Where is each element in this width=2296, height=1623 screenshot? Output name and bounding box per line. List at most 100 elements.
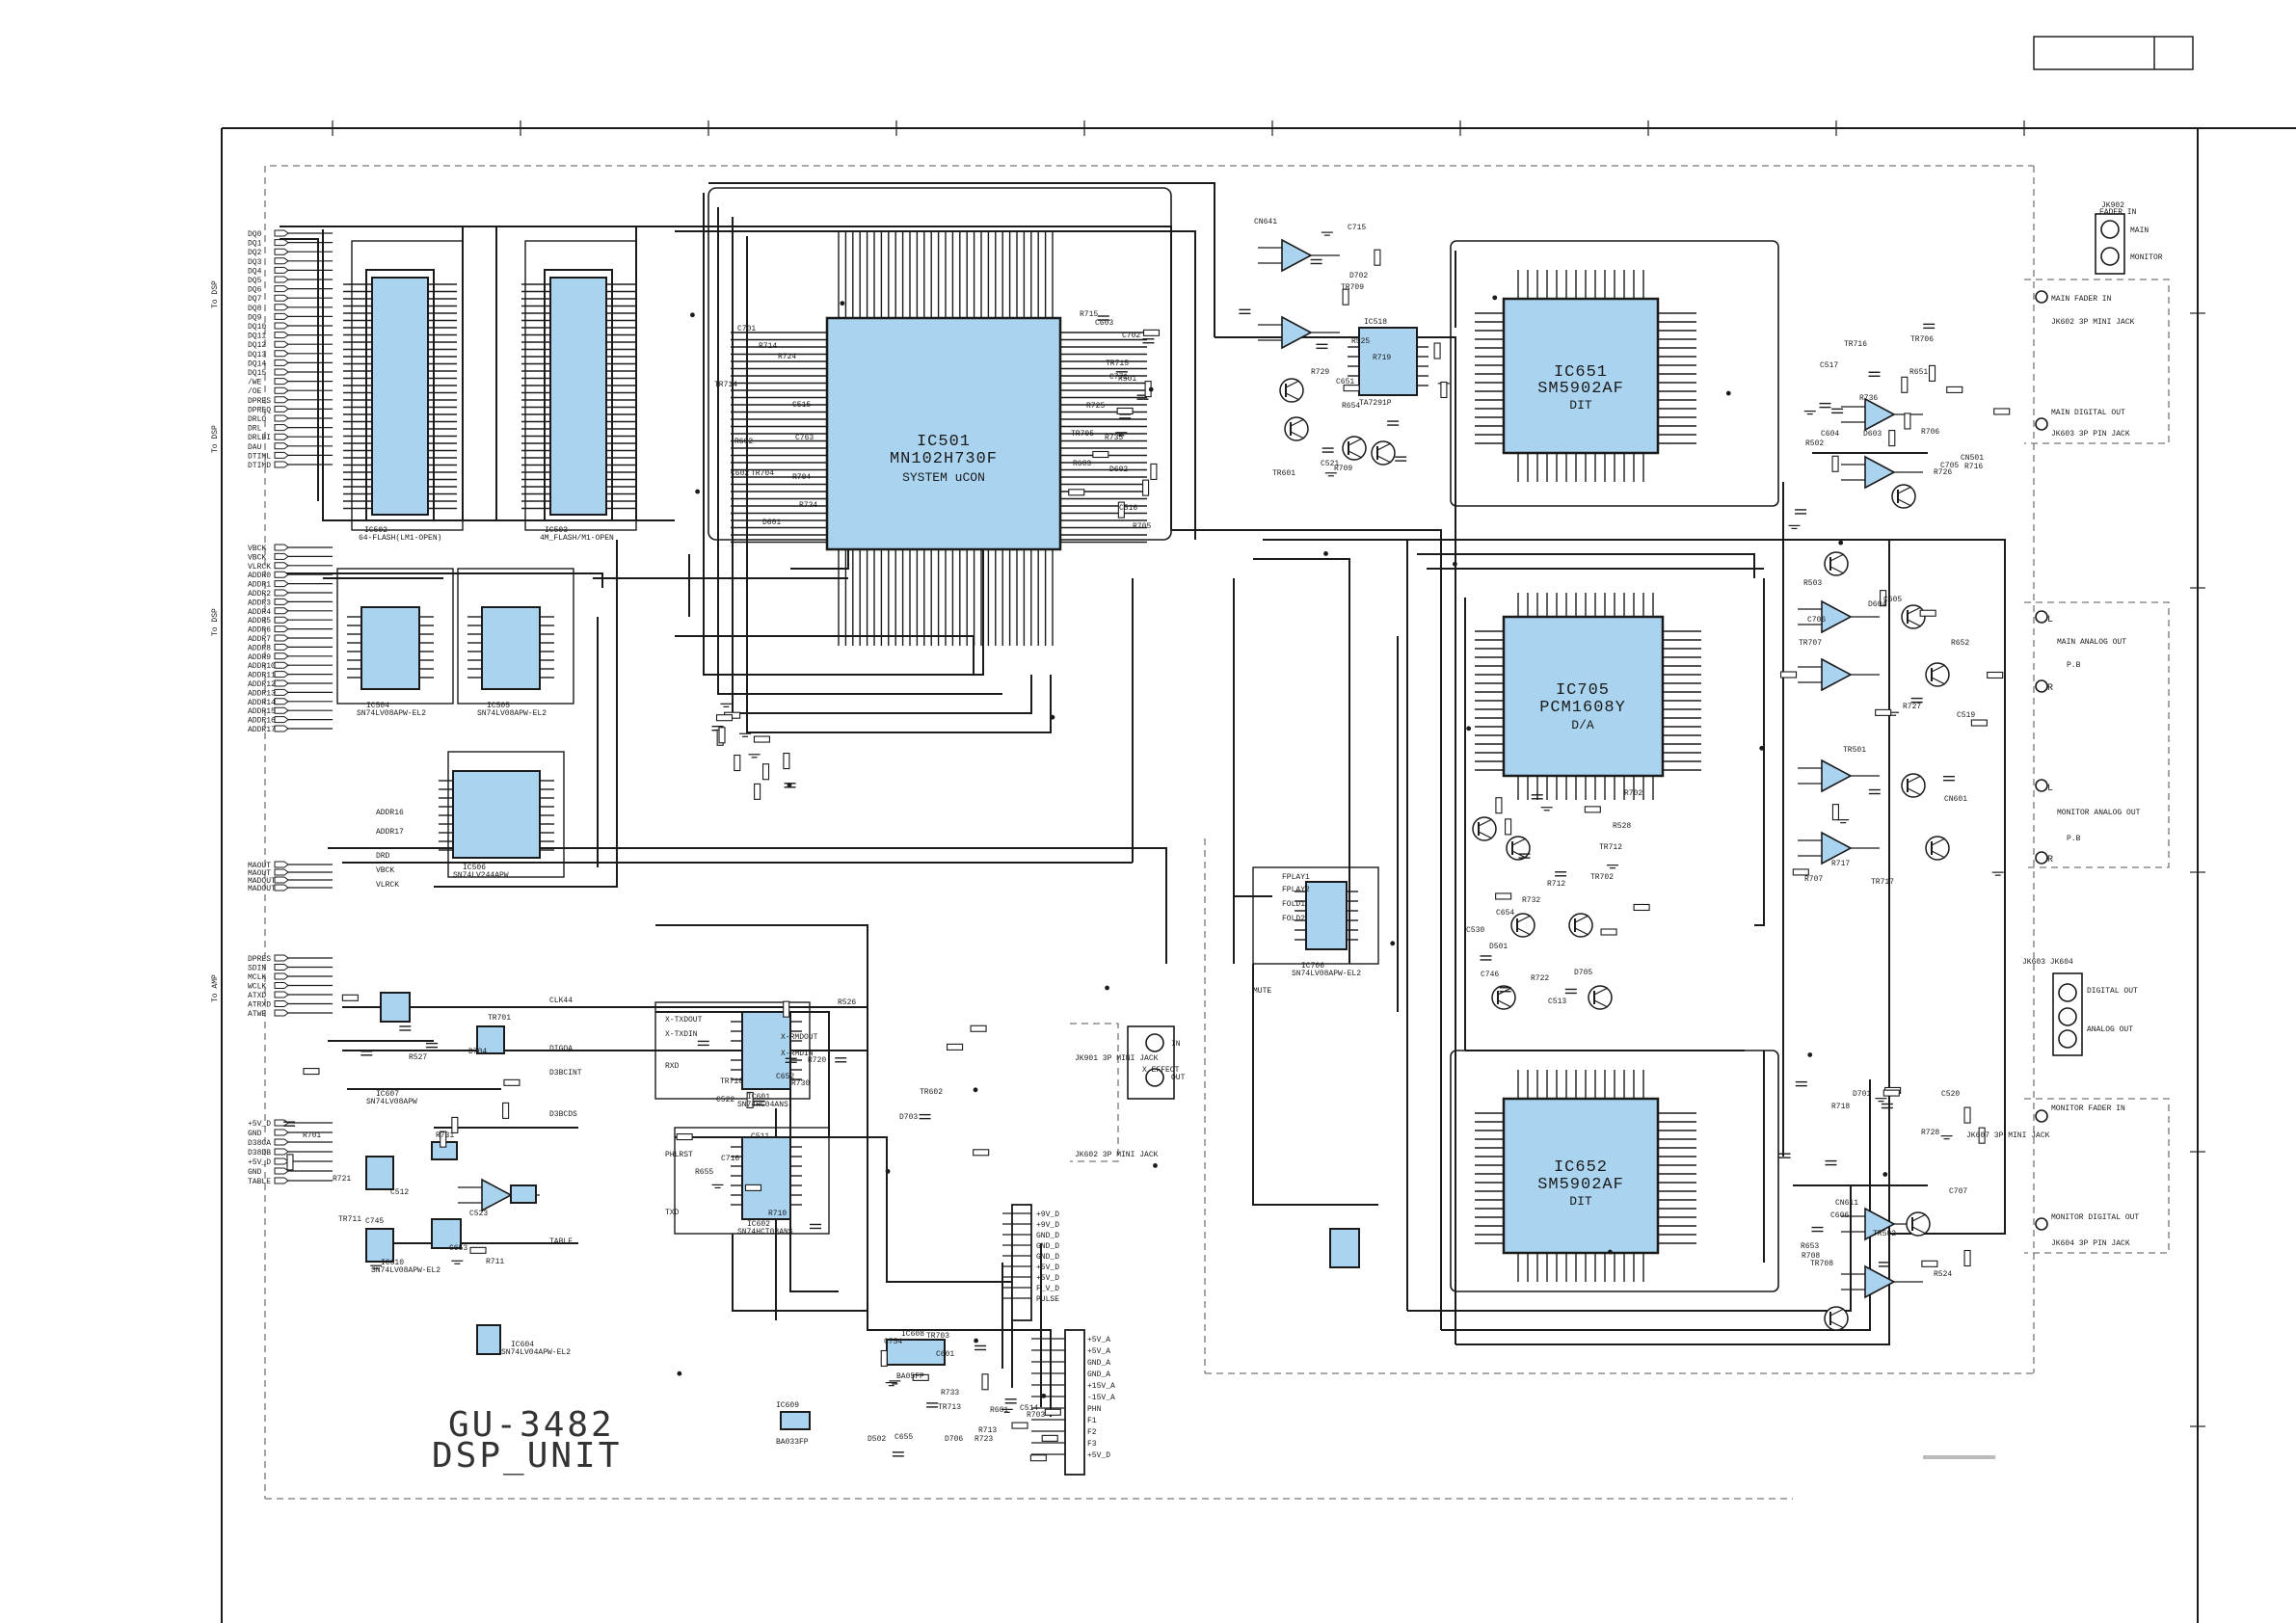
signal-pin-label: DQ1: [248, 240, 262, 249]
gate-a: [380, 992, 411, 1023]
right-jacks: [1070, 213, 2170, 1254]
cn611-pin-label: +5V_D: [1087, 1451, 1110, 1460]
component-ref: R727: [1903, 703, 1921, 711]
net-label: MUTE: [1253, 987, 1271, 996]
net-label: DRD: [376, 852, 390, 861]
component-ref: C771: [1109, 373, 1128, 382]
cn611-pin-label: +5V_A: [1087, 1347, 1110, 1356]
component-ref: R712: [1547, 880, 1565, 889]
ic706-ref: IC706: [1301, 962, 1324, 971]
signal-pin-label: DQ11: [248, 333, 266, 341]
component-ref: TR712: [1599, 843, 1622, 852]
signal-pin-label: DQ8: [248, 305, 262, 313]
component-ref: TR713: [938, 1403, 961, 1412]
cn611-pin-label: F1: [1087, 1417, 1097, 1425]
channel-r-main: R: [2047, 683, 2053, 694]
main-digital-out-label: MAIN DIGITAL OUT: [2051, 409, 2125, 417]
signal-pin-label: GND: [248, 1168, 262, 1177]
component-refs: C511C512C513C514C515C516C517C519C520C521…: [303, 218, 1984, 1444]
ic602-ref: IC602: [747, 1220, 770, 1229]
component-ref: D706: [945, 1435, 963, 1444]
signal-pin-label: ADDR9: [248, 653, 271, 662]
signal-pin-label: DQ9: [248, 313, 262, 322]
signal-pin-label: DQ7: [248, 295, 262, 304]
component-ref: R502: [1805, 439, 1824, 448]
component-ref: R705: [1133, 522, 1151, 531]
transistor-16: [1342, 436, 1367, 461]
component-ref: R652: [1951, 639, 1969, 648]
signal-pin-label: DRLO: [248, 415, 266, 424]
transistor-14: [1824, 1306, 1849, 1331]
signal-pin-label: ADDR10: [248, 662, 276, 671]
ic705-part: PCM1608Y: [1539, 699, 1626, 717]
cn611-pin-label: PHN: [1087, 1405, 1102, 1414]
net-label: X-RMDOUT: [781, 1033, 818, 1042]
signal-pin-label: DQ10: [248, 323, 266, 332]
component-ref: R728: [1921, 1129, 1939, 1137]
main-fader-in-sub: JK602 3P MINI JACK: [2051, 318, 2135, 327]
transistor-17: [1371, 440, 1396, 466]
component-ref: R704: [792, 473, 811, 482]
component-ref: TR707: [1799, 639, 1822, 648]
signal-pin-label: ADDR5: [248, 617, 271, 625]
x-effect-out-sub: JK602 3P MINI JACK: [1075, 1151, 1159, 1159]
ic601-label: SN74HC04ANS: [737, 1101, 788, 1109]
component-ref: R734: [799, 501, 817, 510]
component-ref: R710: [768, 1210, 787, 1218]
component-ref: R725: [1086, 402, 1105, 411]
cn611-pin-label: -15V_A: [1087, 1394, 1115, 1402]
cn601-pin-label: GND_D: [1036, 1253, 1059, 1262]
ic505-ref: IC505: [487, 702, 510, 710]
component-ref: C654: [1496, 909, 1514, 918]
x-effect-label: X EFFECT: [1142, 1066, 1180, 1075]
signal-pin-label: ADDR1: [248, 581, 271, 590]
signal-pin-label: ADDR3: [248, 599, 271, 607]
signal-pin-label: DPRES: [248, 397, 271, 406]
net-label: VLRCK: [376, 881, 399, 890]
component-ref: R736: [1859, 394, 1878, 403]
opamp-8: [1281, 238, 1313, 273]
channel-l-main: L: [2047, 615, 2053, 625]
component-ref: C763: [795, 434, 814, 442]
jk902-main: MAIN: [2130, 226, 2149, 235]
net-label: RXD: [665, 1062, 680, 1071]
component-ref: C512: [390, 1188, 409, 1197]
ic604-ref: IC604: [511, 1341, 534, 1349]
signal-pin-label: DRLBI: [248, 434, 271, 442]
opamp-6: [1864, 1207, 1896, 1241]
gate-h: [510, 1184, 537, 1204]
ic651-dit: [1450, 240, 1779, 507]
net-labels: ADDR16ADDR17DRDVBCKVLRCKCLK44DIGOAD3BCIN…: [376, 809, 1310, 1460]
component-ref: C715: [1348, 224, 1366, 232]
ic601-inverter: [654, 1001, 811, 1100]
cn601-pin-label: +5V_D: [1036, 1264, 1059, 1272]
signal-pin-label: VLRCK: [248, 563, 271, 572]
component-ref: TR711: [338, 1215, 361, 1224]
component-ref: D705: [1574, 969, 1592, 977]
monitor-digital-out-label: MONITOR DIGITAL OUT: [2051, 1213, 2139, 1222]
ic518-label: TA7291P: [1359, 399, 1392, 408]
opamp-4: [1821, 758, 1853, 793]
cn601-pin-label: GND_D: [1036, 1242, 1059, 1251]
component-ref: R717: [1831, 860, 1850, 868]
cn611-pin-label: F3: [1087, 1440, 1097, 1449]
net-label: VBCK: [376, 866, 394, 875]
component-ref: R701: [303, 1131, 321, 1140]
component-ref: C601: [936, 1350, 954, 1359]
ic504-label: SN74LV08APW-EL2: [357, 709, 426, 718]
component-ref: TR502: [1873, 1230, 1896, 1238]
component-ref: TR708: [1810, 1260, 1833, 1268]
signal-pin-label: /OE: [248, 387, 262, 396]
signal-pin-label: /WE: [248, 379, 262, 387]
transistor-11: [1925, 662, 1950, 687]
signal-pin-label: VBCK: [248, 553, 266, 562]
ic608-regulator: [886, 1339, 946, 1366]
signal-pin-label: ADDR2: [248, 590, 271, 599]
component-ref: R707: [1804, 875, 1823, 884]
channel-l-monitor: L: [2047, 784, 2053, 794]
signal-pin-label: ADDR4: [248, 608, 271, 617]
board-title-line2: DSP_UNIT: [432, 1436, 622, 1476]
component-ref: C523: [469, 1210, 488, 1218]
cn611-pin-label: GND_A: [1087, 1370, 1110, 1379]
ic652-dit: [1450, 1050, 1779, 1292]
